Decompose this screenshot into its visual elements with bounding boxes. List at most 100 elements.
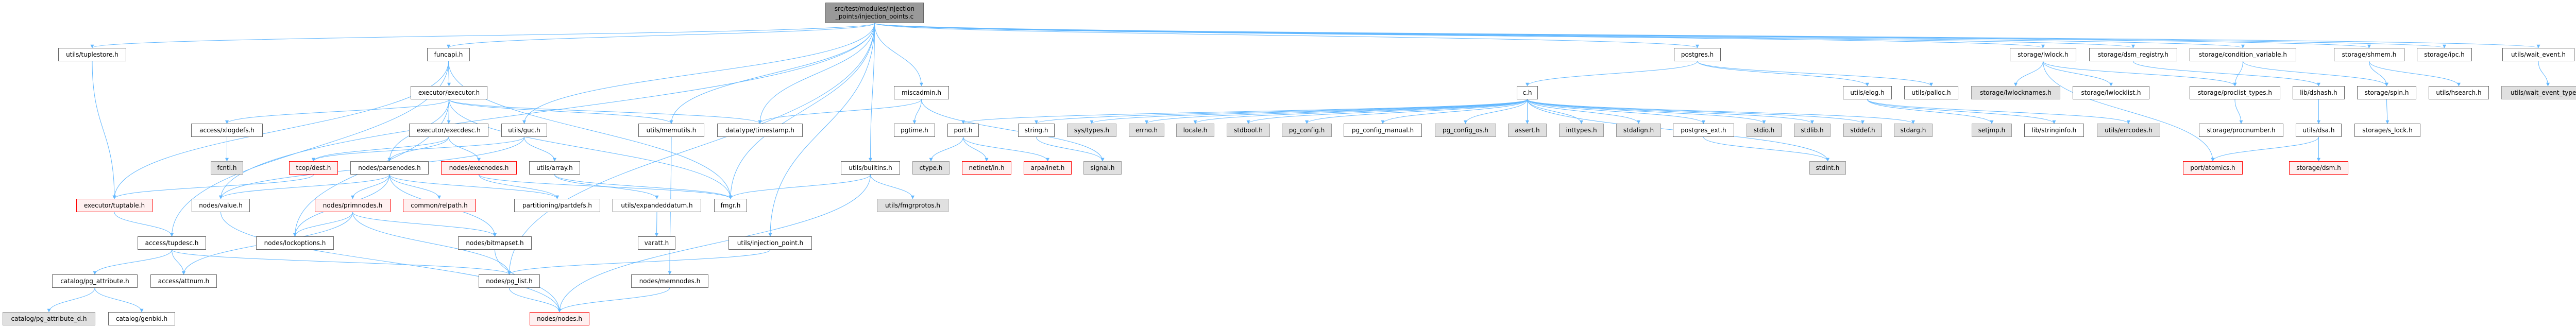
node-elog[interactable]: utils/elog.h (1843, 86, 1892, 99)
node-dsa[interactable]: utils/dsa.h (2296, 124, 2342, 137)
node-netinet[interactable]: netinet/in.h (962, 161, 1011, 175)
edge-dest-to-tuptable (112, 174, 314, 199)
edge-port-to-arpa (963, 136, 1049, 162)
node-attnum[interactable]: access/attnum.h (150, 274, 217, 288)
node-tuplestore[interactable]: utils/tuplestore.h (58, 48, 126, 61)
edge-root-to-builtins (869, 23, 875, 162)
edge-c-to-string (1035, 99, 1528, 124)
node-genbki[interactable]: catalog/genbki.h (108, 312, 175, 325)
node-relpath[interactable]: common/relpath.h (403, 199, 476, 212)
node-lockoptions[interactable]: nodes/lockoptions.h (256, 236, 334, 250)
node-stdint: stdint.h (1809, 161, 1846, 175)
edge-c-to-locale (1193, 99, 1528, 124)
node-arpa[interactable]: arpa/inet.h (1024, 161, 1072, 175)
edge-primnodes-to-bitmapset (352, 212, 497, 237)
edge-executor-to-memutils (449, 99, 673, 124)
edge-injection_point-to-pg_list (507, 249, 771, 275)
root-label-line2: _points/injection_points.c (835, 13, 914, 20)
node-value[interactable]: nodes/value.h (192, 199, 250, 212)
node-dsm[interactable]: storage/dsm.h (2289, 161, 2348, 175)
node-parsenodes[interactable]: nodes/parsenodes.h (350, 161, 429, 175)
node-ipc[interactable]: storage/ipc.h (2417, 48, 2472, 61)
node-array[interactable]: utils/array.h (529, 161, 580, 175)
edge-c-to-pg_config_os (1464, 99, 1528, 124)
edge-tupdesc-to-pg_list (172, 249, 511, 275)
node-varatt[interactable]: varatt.h (638, 236, 675, 250)
edge-root-to-pg_list (507, 23, 875, 275)
edge-tupdesc-to-attnum (172, 249, 185, 275)
node-bitmapset[interactable]: nodes/bitmapset.h (458, 236, 532, 250)
node-expandeddatum[interactable]: utils/expandeddatum.h (613, 199, 701, 212)
edge-root-to-fmgr (728, 23, 875, 199)
node-dest[interactable]: tcop/dest.h (289, 161, 338, 175)
node-condition-variable[interactable]: storage/condition_variable.h (2190, 48, 2296, 61)
node-pg-list[interactable]: nodes/pg_list.h (479, 274, 540, 288)
edge-guc-to-array (524, 136, 556, 162)
node-postgres[interactable]: postgres.h (1674, 48, 1721, 61)
edge-root-to-ipc (874, 23, 2446, 48)
node-shmem[interactable]: storage/shmem.h (2334, 48, 2404, 61)
node-timestamp[interactable]: datatype/timestamp.h (717, 124, 803, 137)
edge-root-to-miscadmin (874, 23, 923, 87)
node-pg-config-manual[interactable]: pg_config_manual.h (1344, 124, 1422, 137)
node-stringinfo[interactable]: lib/stringinfo.h (2024, 124, 2084, 137)
node-s-lock[interactable]: storage/s_lock.h (2354, 124, 2420, 137)
node-miscadmin[interactable]: miscadmin.h (894, 86, 949, 99)
node-lwlocklist[interactable]: storage/lwlocklist.h (2073, 86, 2149, 99)
node-execnodes[interactable]: nodes/execnodes.h (441, 161, 517, 175)
edge-shmem-to-hsearch (2369, 61, 2461, 87)
edge-postgres_ext-to-stdint (1703, 136, 1829, 162)
node-dshash[interactable]: lib/dshash.h (2293, 86, 2345, 99)
node-stdlib: stdlib.h (1794, 124, 1831, 137)
node-primnodes[interactable]: nodes/primnodes.h (315, 199, 391, 212)
node-postgres-ext[interactable]: postgres_ext.h (1673, 124, 1734, 137)
node-pg-attribute[interactable]: catalog/pg_attribute.h (52, 274, 138, 288)
node-funcapi[interactable]: funcapi.h (427, 48, 470, 61)
node-procnumber[interactable]: storage/procnumber.h (2199, 124, 2283, 137)
node-partdefs[interactable]: partitioning/partdefs.h (514, 199, 600, 212)
node-hsearch[interactable]: utils/hsearch.h (2429, 86, 2489, 99)
edge-memnodes-to-nodes (557, 287, 670, 313)
edge-elog-to-stringinfo (1867, 99, 2056, 124)
node-nodes[interactable]: nodes/nodes.h (530, 312, 589, 325)
edge-c-to-errno (1145, 99, 1528, 124)
edge-c-to-stdbool (1246, 99, 1528, 124)
node-wait-event-types: utils/wait_event_types.h (2501, 86, 2576, 99)
node-palloc[interactable]: utils/palloc.h (1904, 86, 1958, 99)
node-atomics[interactable]: port/atomics.h (2183, 161, 2243, 175)
node-wait-event[interactable]: utils/wait_event.h (2502, 48, 2574, 61)
node-execdesc[interactable]: executor/execdesc.h (409, 124, 488, 137)
node-executor[interactable]: executor/executor.h (411, 86, 487, 99)
node-lwlock[interactable]: storage/lwlock.h (2010, 48, 2076, 61)
node-tupdesc[interactable]: access/tupdesc.h (138, 236, 206, 250)
node-injection-point[interactable]: utils/injection_point.h (728, 236, 812, 250)
node-spin[interactable]: storage/spin.h (2357, 86, 2416, 99)
edge-executor-to-timestamp (449, 99, 762, 124)
node-builtins[interactable]: utils/builtins.h (841, 161, 900, 175)
edge-parsenodes-to-partdefs (389, 174, 559, 199)
edge-shmem-to-spin (2369, 61, 2388, 87)
node-port[interactable]: port.h (947, 124, 979, 137)
edge-wait_event-to-wait_event_types (2538, 61, 2550, 87)
edge-lwlock-to-proclist_types (2043, 61, 2237, 87)
node-xlogdefs[interactable]: access/xlogdefs.h (191, 124, 263, 137)
node-dsm-registry[interactable]: storage/dsm_registry.h (2089, 48, 2177, 61)
node-pgtime[interactable]: pgtime.h (894, 124, 935, 137)
node-c[interactable]: c.h (1517, 86, 1538, 99)
node-fmgr[interactable]: fmgr.h (714, 199, 747, 212)
edge-dsm_registry-to-dshash (2133, 61, 2320, 87)
edge-miscadmin-to-signal (921, 99, 1105, 162)
edge-lwlock-to-atomics (2043, 61, 2215, 162)
node-tuptable[interactable]: executor/tuptable.h (76, 199, 152, 212)
node-fcntl: fcntl.h (211, 161, 243, 175)
node-memnodes[interactable]: nodes/memnodes.h (631, 274, 708, 288)
node-string[interactable]: string.h (1018, 124, 1055, 137)
node-guc[interactable]: utils/guc.h (501, 124, 547, 137)
node-memutils[interactable]: utils/memutils.h (638, 124, 704, 137)
node-proclist-types[interactable]: storage/proclist_types.h (2190, 86, 2280, 99)
edge-lwlock-to-lwlocklist (2043, 61, 2113, 87)
edge-c-to-port (961, 99, 1528, 124)
edge-array-to-fmgr (554, 174, 733, 199)
edge-primnodes-to-lockoptions (293, 212, 353, 237)
node-stdarg: stdarg.h (1894, 124, 1933, 137)
